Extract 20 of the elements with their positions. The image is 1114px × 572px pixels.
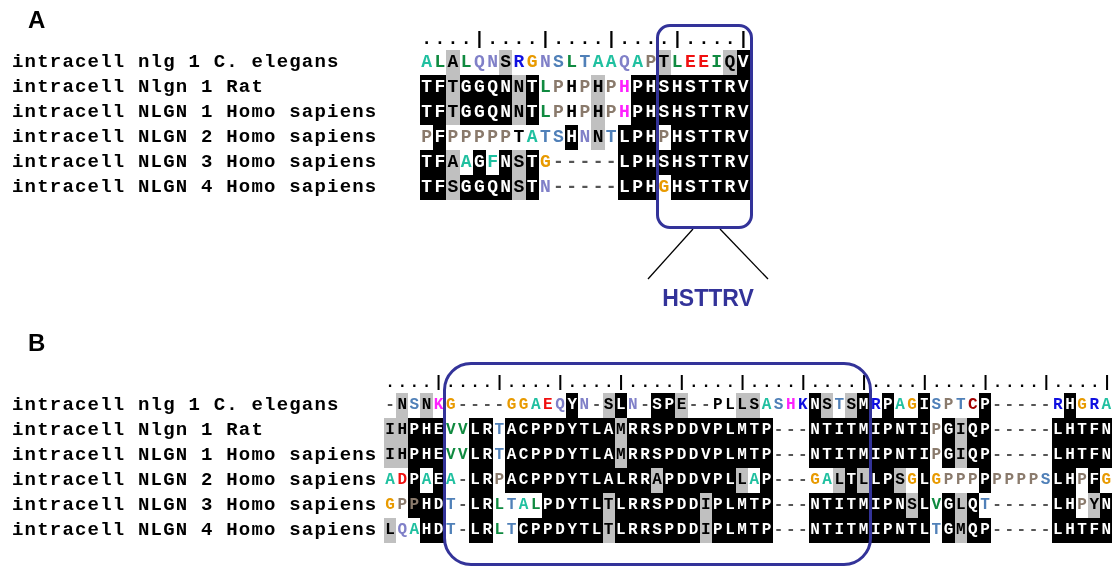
sequence-name: intracell NLGN 3 Homo sapiens [12,150,378,175]
sequence-text: TFAAGFNSTG-----LPHSHSTTRV [420,150,750,175]
sequence-name: intracell NLGN 2 Homo sapiens [12,125,378,150]
sequence-text: TFSGGQNSTN-----LPHGHSTTRV [420,175,750,200]
callout-label: HSTTRV [640,280,776,316]
connector-line [647,228,694,280]
sequence-name: intracell NLGN 4 Homo sapiens [12,518,378,543]
panel-letter: A [28,6,46,34]
sequence-name: intracell nlg 1 C. elegans [12,393,340,418]
connector-line [719,228,769,280]
sequence-name: intracell NLGN 4 Homo sapiens [12,175,378,200]
sequence-name: intracell NLGN 3 Homo sapiens [12,493,378,518]
sequence-name: intracell NLGN 2 Homo sapiens [12,468,378,493]
sequence-name: intracell Nlgn 1 Rat [12,75,265,100]
panel-letter: B [28,329,46,357]
sequence-name: intracell NLGN 1 Homo sapiens [12,100,378,125]
sequence-text: ALALQNSRGNSLTAAQAPTLEEIQV [420,50,750,75]
sequence-name: intracell Nlgn 1 Rat [12,418,265,443]
sequence-name: intracell nlg 1 C. elegans [12,50,340,75]
sequence-name: intracell NLGN 1 Homo sapiens [12,443,378,468]
